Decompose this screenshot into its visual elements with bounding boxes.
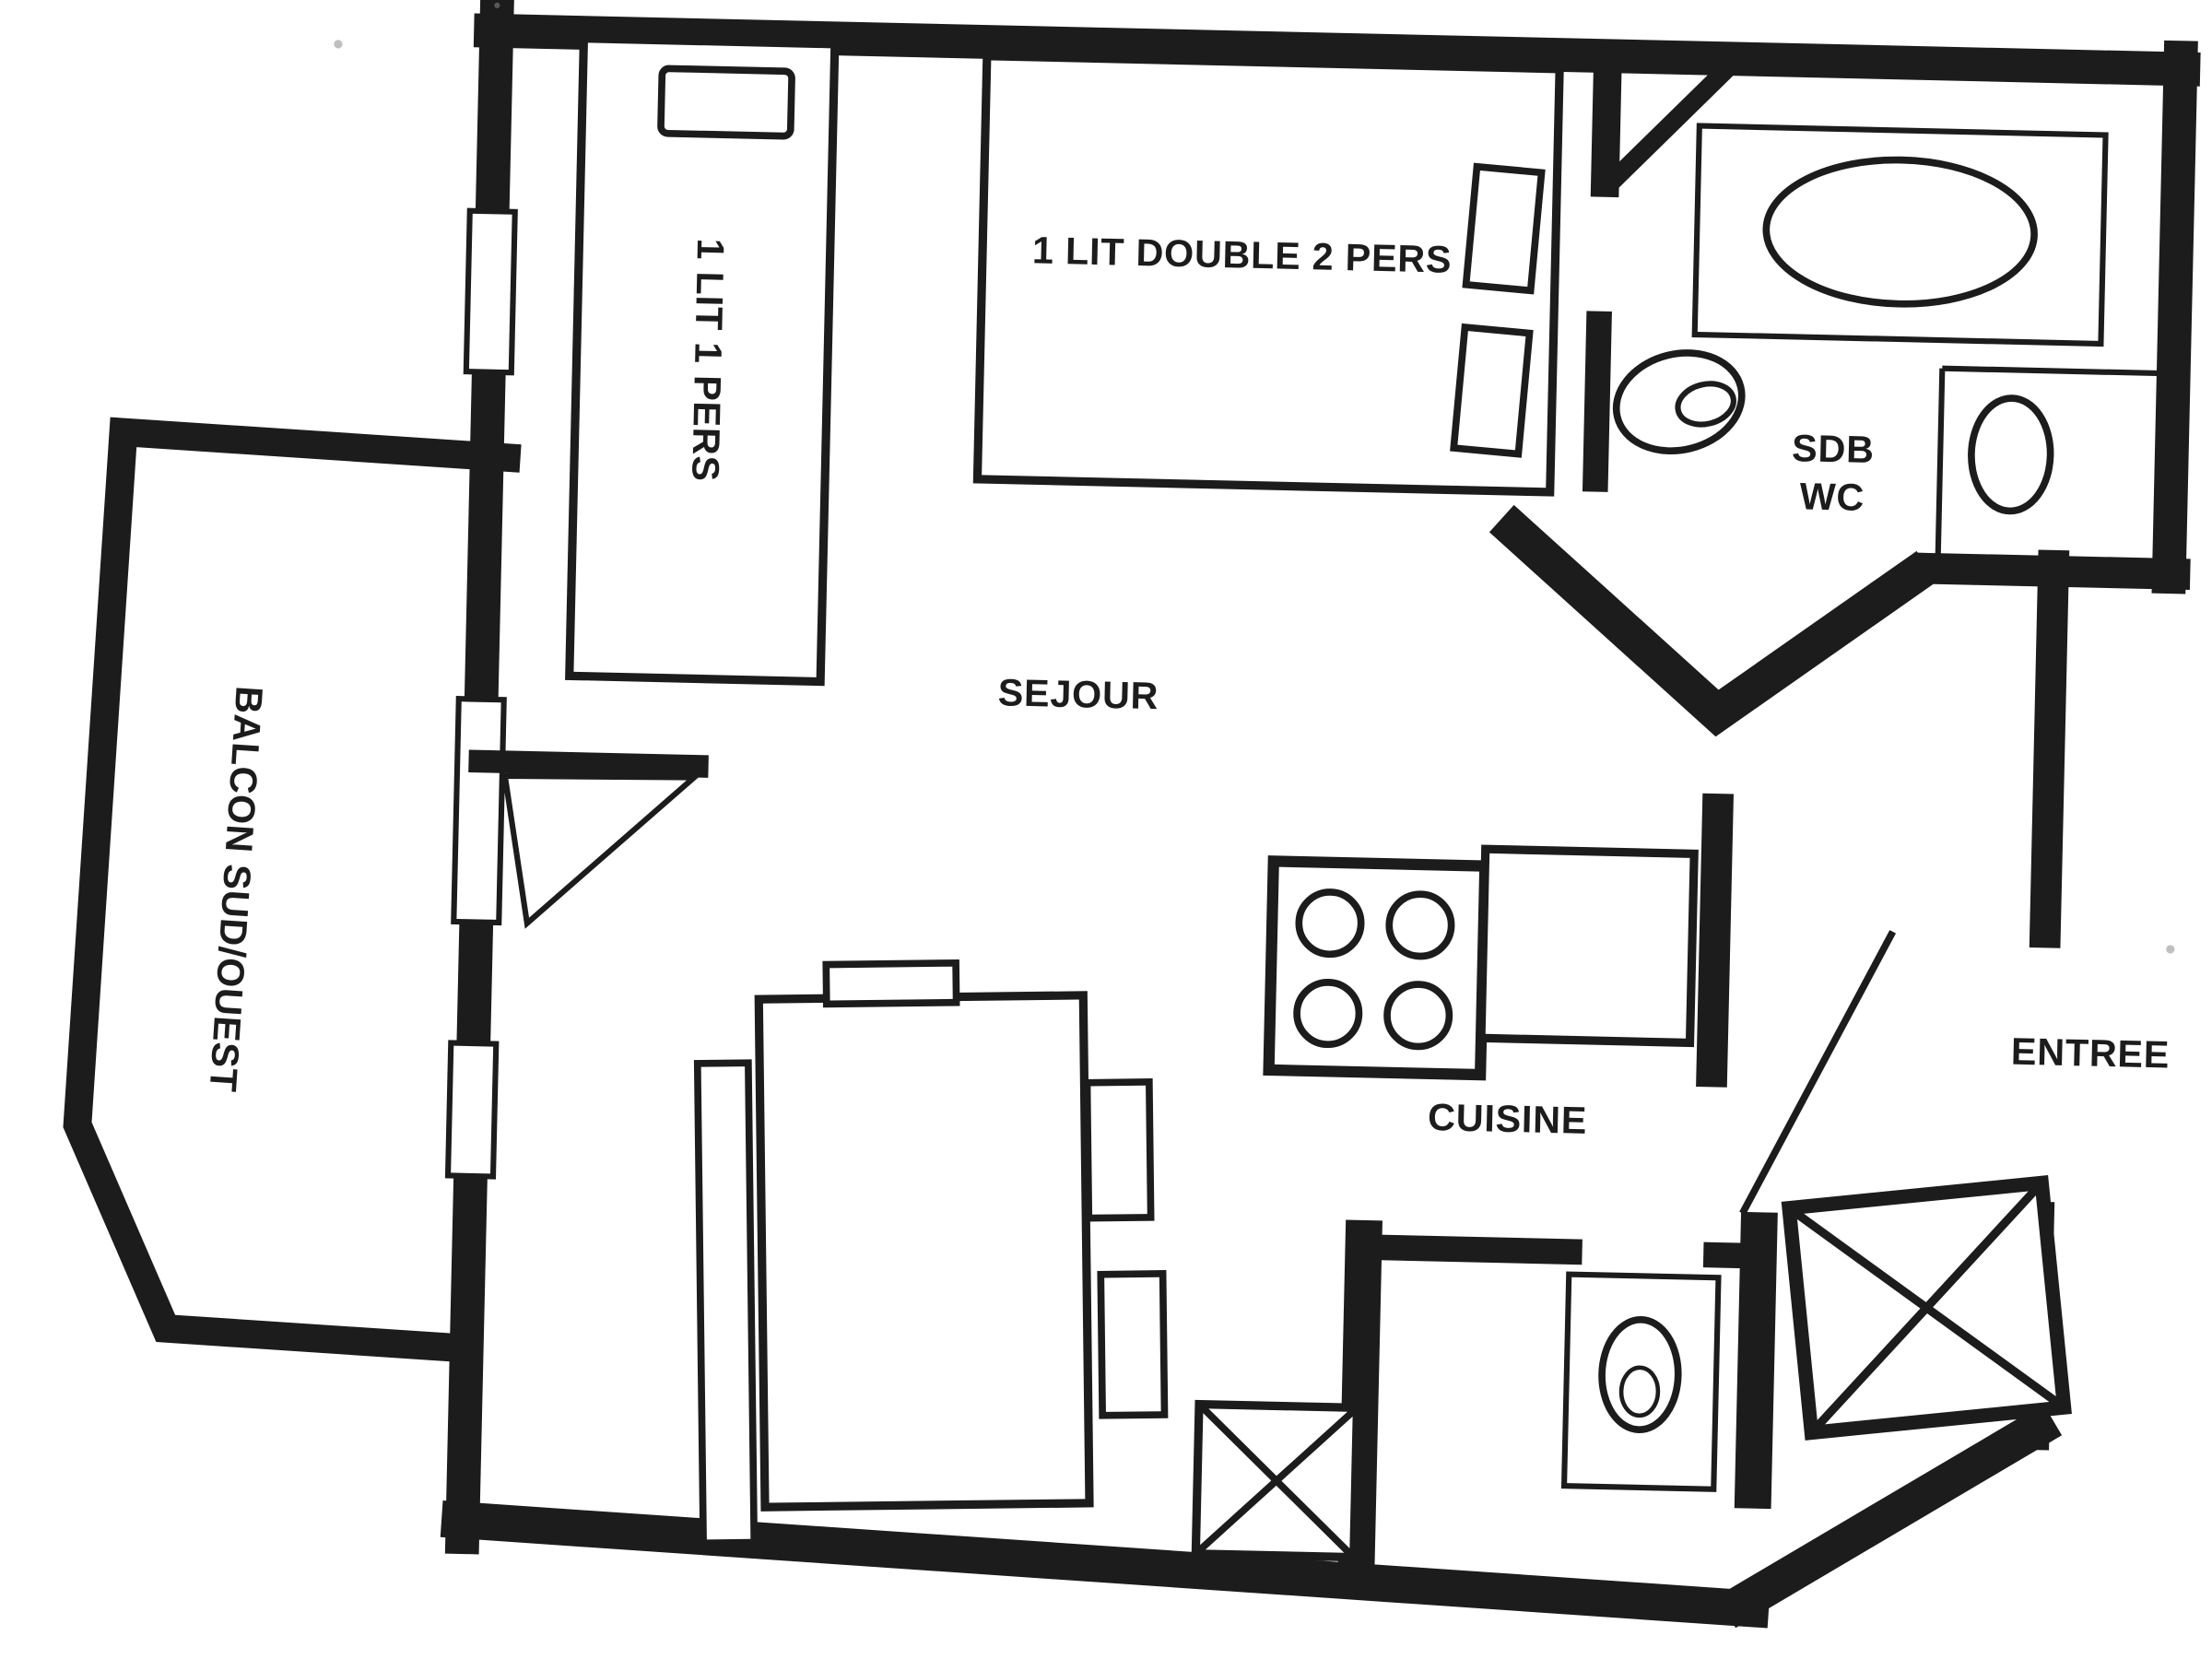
bedroom-single: 1 LIT 1 PERS (468, 33, 840, 929)
window-icon (463, 207, 518, 376)
washbasin-side-line (1935, 368, 1946, 558)
wc-room-walls (1560, 1271, 1722, 1492)
bathroom-left-wall (1590, 41, 1623, 198)
bathroom-label-line2: WC (1799, 475, 1865, 519)
single-bed-icon (565, 33, 840, 687)
chair-icon (1083, 1078, 1155, 1222)
bedroom-double-label: 1 LIT DOUBLE 2 PERS (1032, 229, 1453, 280)
chair-icon (822, 959, 960, 1008)
left-wall-seg1 (475, 0, 514, 232)
hall-wall-horizontal-left (1350, 1233, 1583, 1265)
hall-storage (1191, 1211, 1778, 1583)
kitchen-counter-icon (1477, 844, 1699, 1048)
scan-speck (2166, 945, 2175, 954)
balcony: BALCON SUD/OUEST (63, 417, 522, 1362)
closet-cross-icon (1781, 1175, 2072, 1441)
stove-burner-icon (1383, 981, 1453, 1051)
closet-cross-icon (1191, 1399, 1362, 1562)
pillow-icon (1462, 162, 1546, 295)
toilet-seat (1675, 381, 1736, 428)
top-wall (473, 13, 2201, 87)
bathroom-label-line1: SDB (1792, 427, 1876, 471)
stove-burner-icon (1385, 890, 1455, 960)
corner-diagonal-wall (1716, 1404, 2063, 1629)
kitchen-hall-wall (1696, 793, 1734, 1088)
table-icon (754, 991, 1094, 1512)
toilet-bowl (1612, 349, 1746, 455)
living-room-label: SEJOUR (997, 671, 1159, 717)
stove-icon (1263, 855, 1491, 1081)
entrance-label: ENTREE (2010, 1030, 2170, 1077)
closet-cross-line (1808, 1180, 2045, 1436)
scan-speck (334, 40, 343, 49)
bathtub-enclosure (1691, 123, 2109, 347)
outer-walls (440, 0, 2201, 1629)
chair-icon (1097, 1270, 1169, 1419)
table-group (693, 959, 1169, 1547)
kitchen: CUISINE (1263, 793, 1734, 1142)
closet-cross-line (1193, 1405, 1359, 1557)
right-wall-upper (2029, 549, 2070, 948)
partition-wall-stub (468, 749, 709, 778)
bedroom-single-label: 1 LIT 1 PERS (684, 238, 732, 482)
balcony-label: BALCON SUD/OUEST (202, 685, 271, 1094)
double-bed-icon (972, 52, 1564, 497)
floor-plan: BALCON SUD/OUEST 1 LIT 1 PERS 1 LIT DOUB… (63, 0, 2201, 1629)
washbasin-counter-line (1942, 365, 2177, 377)
left-wall-seg3 (455, 901, 494, 1064)
left-wall-seg4 (444, 1156, 488, 1555)
window-icon (444, 1040, 500, 1180)
washbasin-icon (1968, 394, 2054, 515)
toilet-icon (1598, 1315, 1682, 1434)
hall-wall-vertical-right (1734, 1211, 1778, 1510)
bench-icon (693, 1059, 759, 1547)
kitchen-label: CUISINE (1428, 1096, 1588, 1142)
living-room: SEJOUR (693, 671, 1169, 1547)
bathtub-icon (1762, 156, 2038, 308)
bathroom-door-leaf (1597, 62, 1734, 196)
pillow-icon (657, 65, 795, 140)
stove-burner-icon (1293, 979, 1363, 1049)
pillow-icon (1450, 323, 1534, 458)
bathroom: SDB WC (1488, 41, 2177, 737)
stove-burner-icon (1295, 888, 1365, 959)
toilet-icon (1612, 349, 1746, 455)
window-icon (451, 696, 507, 926)
entrance: ENTREE (1739, 930, 2171, 1441)
bottom-wall (440, 1500, 1771, 1629)
toilet-seat (1618, 1365, 1661, 1418)
hall-chevron-wall (1488, 504, 1938, 737)
balcony-walls (63, 417, 522, 1362)
bedroom-double: 1 LIT DOUBLE 2 PERS (972, 52, 1564, 497)
bathroom-right-wall (2151, 40, 2198, 594)
entry-door-leaf (1739, 930, 1897, 1216)
left-wall-seg2 (464, 351, 507, 720)
toilet-side-wall (1582, 311, 1612, 492)
scan-speck (494, 2, 500, 8)
door-swing-icon (501, 772, 702, 929)
